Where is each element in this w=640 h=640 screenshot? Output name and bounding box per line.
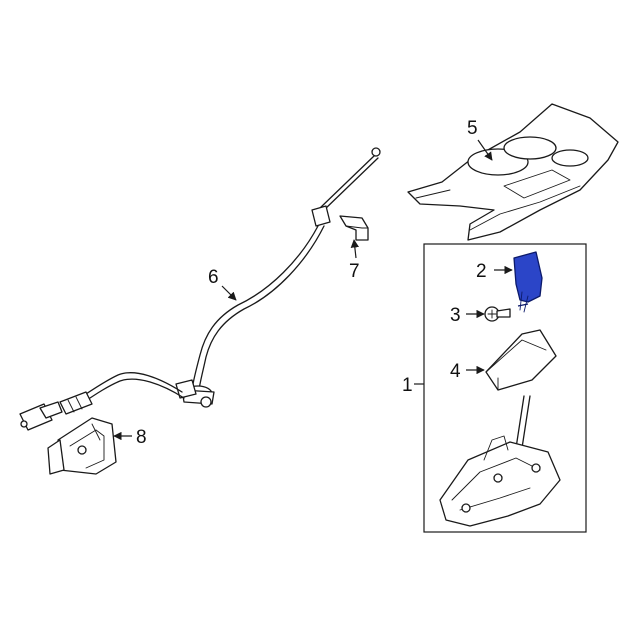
- callout-1: 1: [402, 375, 413, 396]
- callout-3: 3: [450, 305, 461, 326]
- shifter-base: [439, 395, 561, 527]
- shift-cable: [19, 147, 381, 431]
- callout-leaders: [113, 139, 513, 441]
- callout-5: 5: [467, 118, 478, 139]
- shift-knob: [513, 251, 543, 313]
- callout-8: 8: [136, 427, 147, 448]
- cable-bracket: [47, 417, 117, 475]
- cable-clip: [339, 215, 369, 241]
- callout-6: 6: [208, 267, 219, 288]
- console-panel: [407, 103, 619, 241]
- shift-boot: [485, 329, 557, 391]
- callout-7: 7: [349, 261, 360, 282]
- callout-4: 4: [450, 361, 461, 382]
- assembly-group-box: [423, 243, 587, 533]
- screw: [484, 306, 511, 322]
- callout-2: 2: [476, 261, 487, 282]
